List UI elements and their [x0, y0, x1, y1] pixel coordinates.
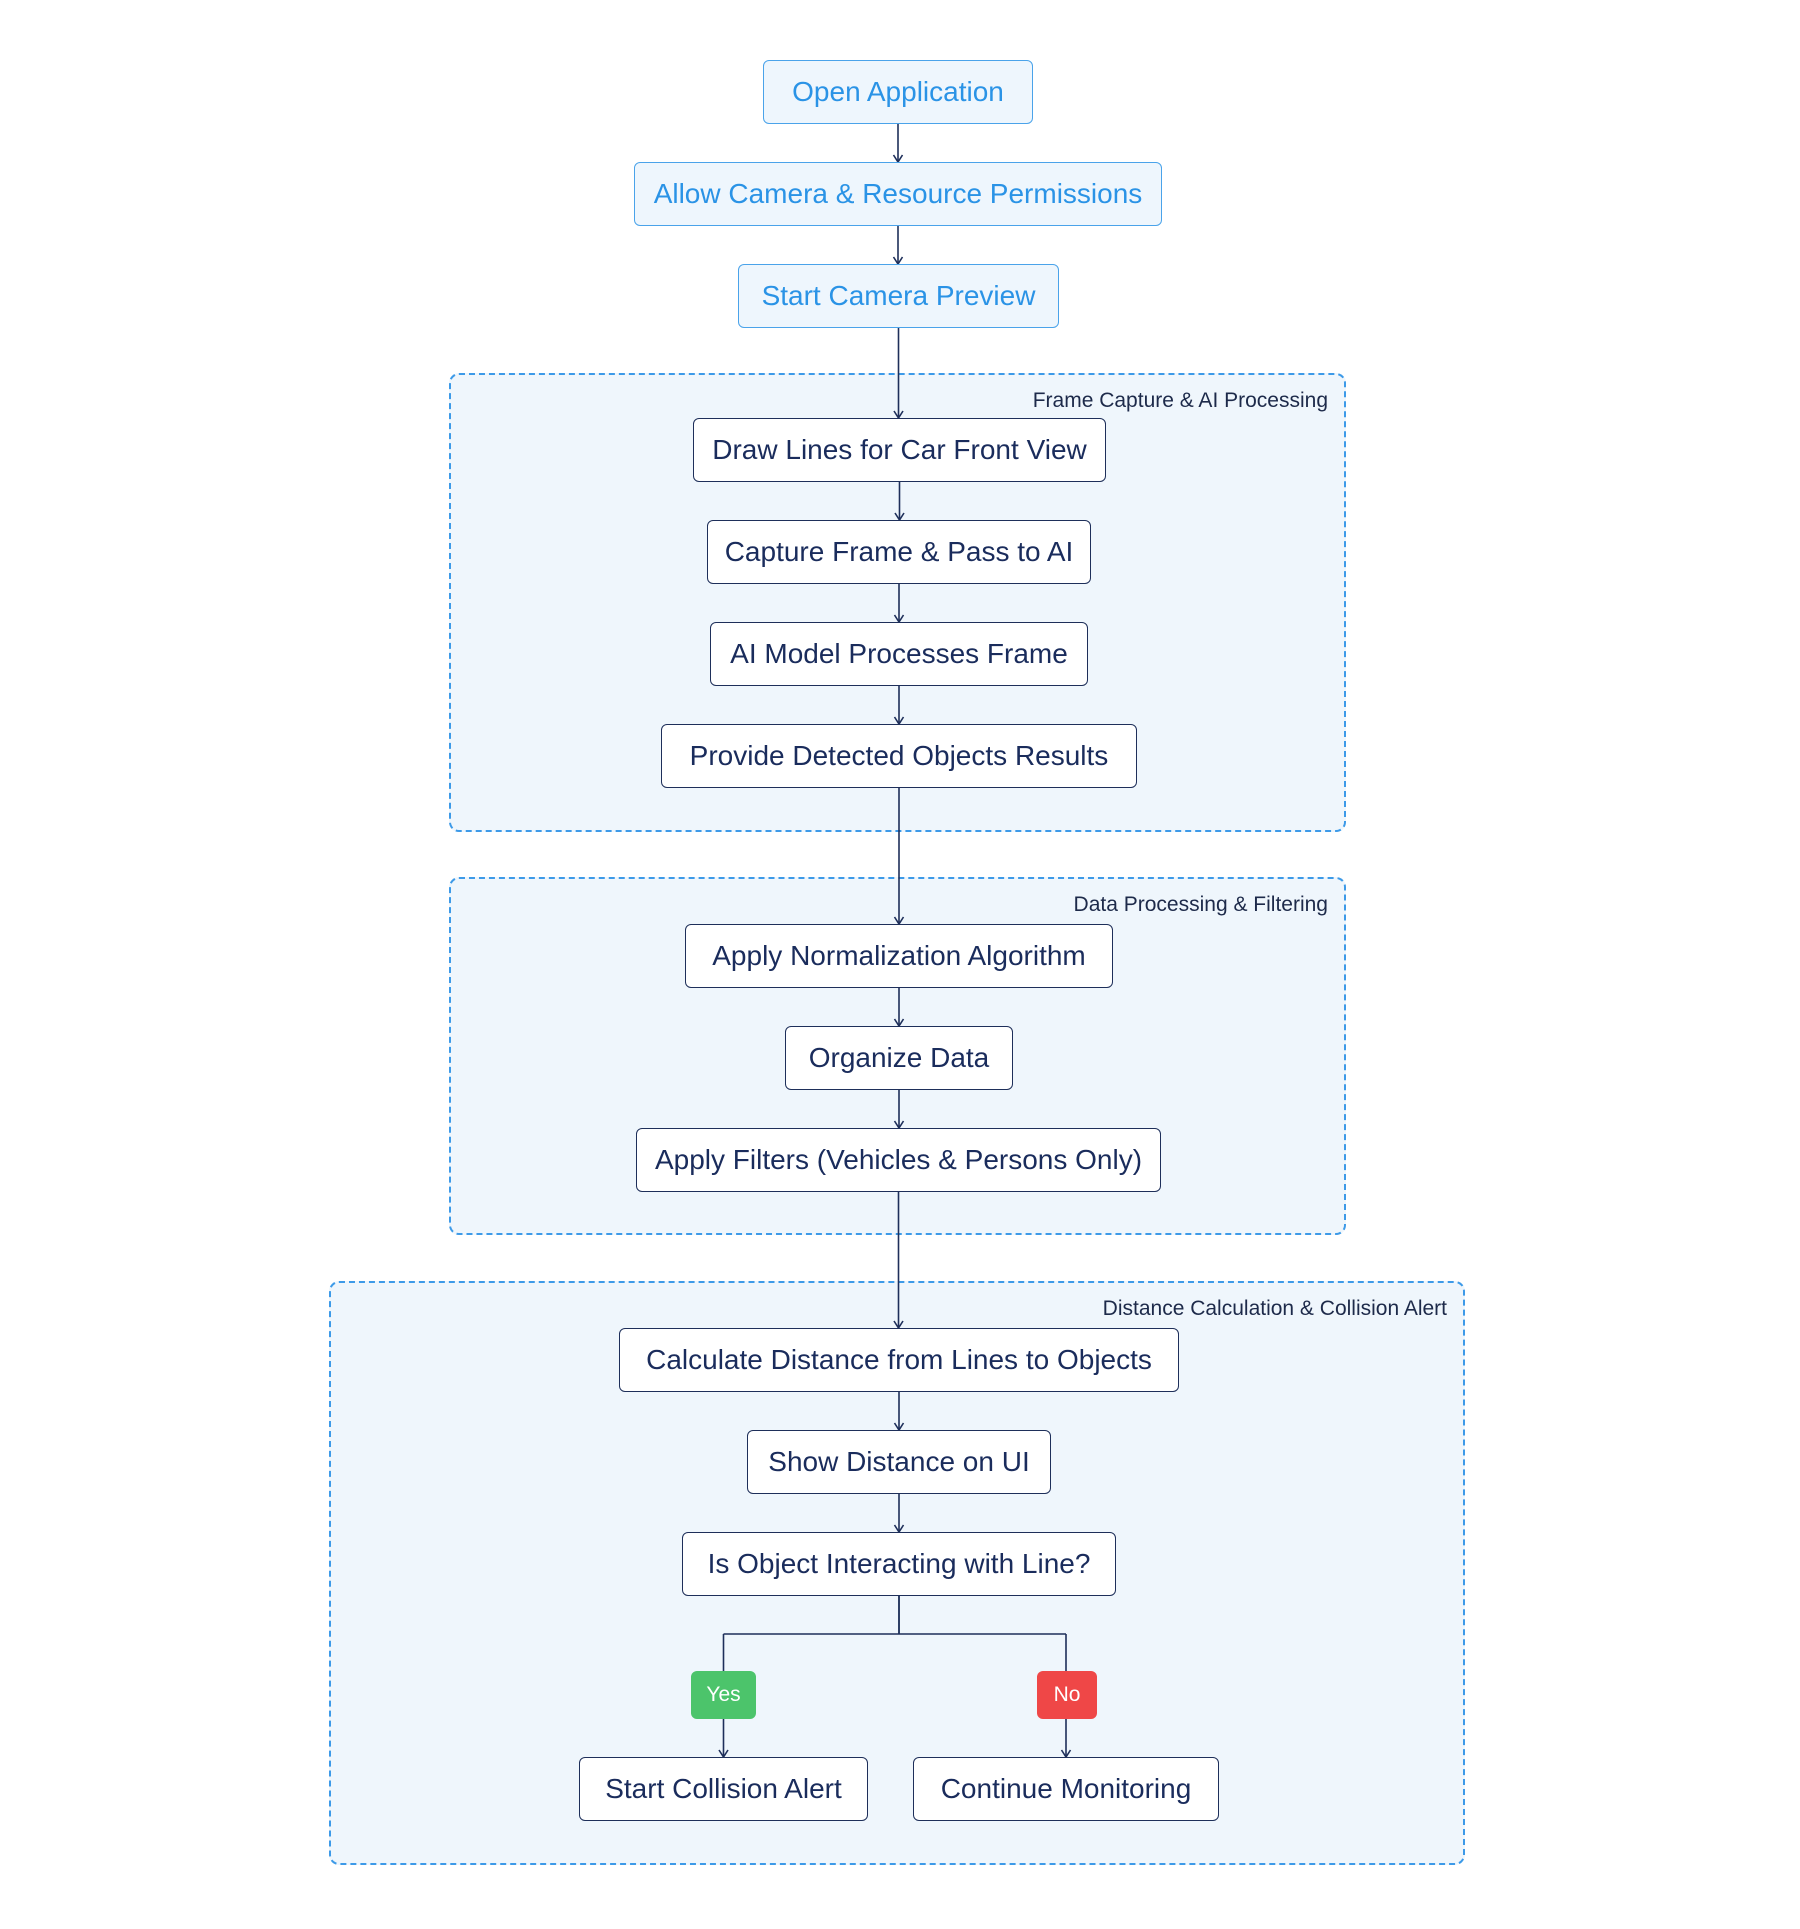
normalization-node: Apply Normalization Algorithm: [685, 924, 1113, 988]
group-data-processing-label: Data Processing & Filtering: [1073, 893, 1328, 916]
detected-results-node: Provide Detected Objects Results: [661, 724, 1137, 788]
continue-monitoring-node: Continue Monitoring: [913, 1757, 1219, 1821]
allow-permissions-node: Allow Camera & Resource Permissions: [634, 162, 1162, 226]
open-application-node: Open Application: [763, 60, 1033, 124]
start-camera-preview-node: Start Camera Preview: [738, 264, 1059, 328]
connector-allow_permissions-to-start_preview-arrowhead: [892, 256, 904, 266]
draw-lines-node: Draw Lines for Car Front View: [693, 418, 1106, 482]
group-frame-capture-label: Frame Capture & AI Processing: [1032, 389, 1328, 412]
start-collision-alert-node: Start Collision Alert: [579, 1757, 868, 1821]
group-distance-alert-label: Distance Calculation & Collision Alert: [1102, 1297, 1447, 1320]
decision-node: Is Object Interacting with Line?: [682, 1532, 1116, 1596]
yes-branch-badge: Yes: [691, 1671, 756, 1719]
calculate-distance-node: Calculate Distance from Lines to Objects: [619, 1328, 1179, 1392]
no-branch-badge: No: [1037, 1671, 1097, 1719]
apply-filters-node: Apply Filters (Vehicles & Persons Only): [636, 1128, 1161, 1192]
capture-frame-node: Capture Frame & Pass to AI: [707, 520, 1091, 584]
connector-open_app-to-allow_permissions-arrowhead: [892, 154, 904, 164]
organize-data-node: Organize Data: [785, 1026, 1013, 1090]
show-distance-node: Show Distance on UI: [747, 1430, 1051, 1494]
ai-processes-frame-node: AI Model Processes Frame: [710, 622, 1088, 686]
